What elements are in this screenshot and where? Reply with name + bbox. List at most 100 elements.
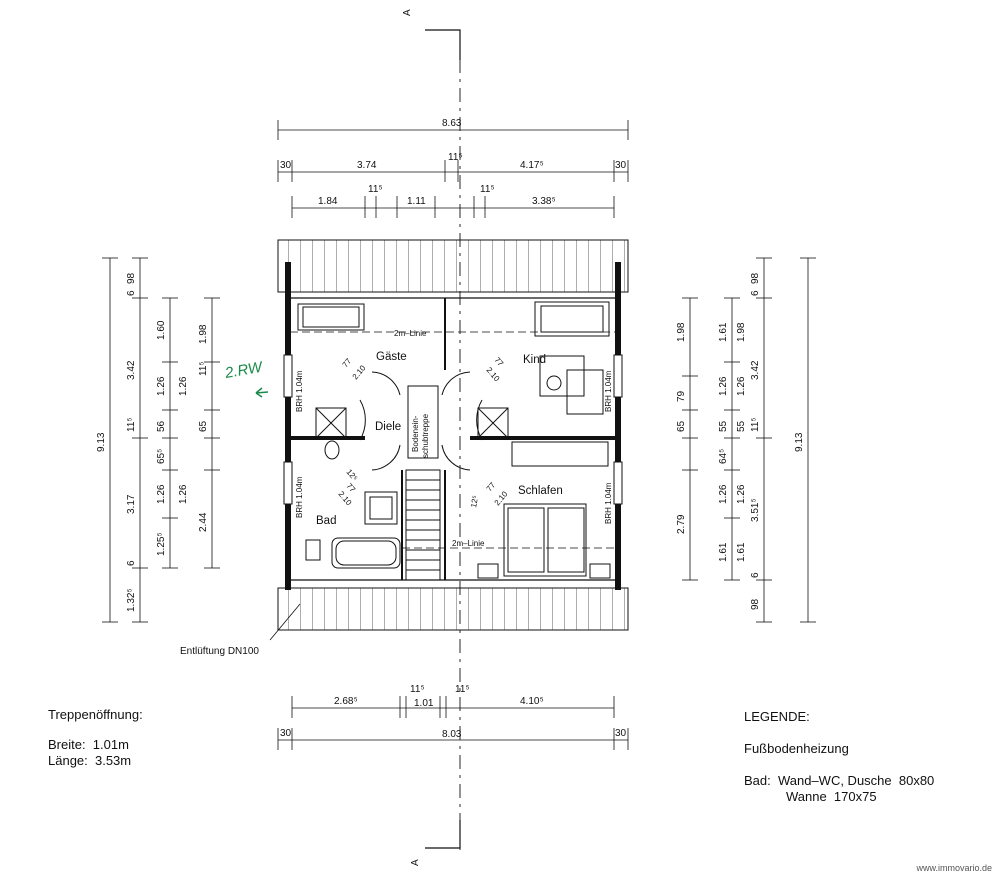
dim-bottom-m1: 11⁵ bbox=[410, 684, 425, 695]
dim-top-r3b: 11⁵ bbox=[368, 184, 383, 195]
dim-right-b3: 55 bbox=[718, 420, 729, 432]
dim-top-r3d: 11⁵ bbox=[480, 184, 495, 195]
dim-right-a5: 3.51⁵ bbox=[750, 498, 761, 522]
dim-left-b1: 1.60 bbox=[156, 320, 167, 340]
dim-right-c5: 1.61 bbox=[736, 542, 747, 562]
dim-right-d2: 65 bbox=[676, 420, 687, 432]
handwritten-note: 2.RW bbox=[223, 358, 269, 398]
door-dim-h-2: 2.10 bbox=[484, 366, 501, 384]
dim-right-d1: 79 bbox=[676, 390, 687, 402]
dim-left-a7: 1.32⁵ bbox=[126, 588, 137, 612]
room-bad: Bad bbox=[316, 515, 336, 527]
dimension-lines-top bbox=[277, 120, 629, 218]
legende-bad-line2: Wanne 170x75 bbox=[786, 789, 877, 804]
svg-text:2.RW: 2.RW bbox=[223, 358, 265, 382]
dim-right-c2: 1.26 bbox=[736, 376, 747, 396]
label-2m-linie-top: 2m–Linie bbox=[394, 329, 427, 338]
dim-bottom-stair: 1.01 bbox=[414, 698, 434, 709]
dim-top-w2: 4.17⁵ bbox=[520, 160, 544, 171]
door-dim-h-1: 2.10 bbox=[351, 363, 368, 381]
dim-left-a2: 98 bbox=[126, 272, 137, 284]
dim-left-a6: 6 bbox=[126, 560, 137, 566]
brh-label-3: BRH 1.04m bbox=[295, 476, 304, 518]
dim-bottom-right-wall: 30 bbox=[615, 728, 627, 739]
dim-left-c3: 1.26 bbox=[178, 376, 189, 396]
dimension-lines-bottom bbox=[277, 696, 629, 750]
dim-right-c1: 1.98 bbox=[736, 322, 747, 342]
dim-top-right-wall: 30 bbox=[615, 160, 627, 171]
dim-left-c5: 1.26 bbox=[178, 484, 189, 504]
section-mark-top: A bbox=[402, 9, 413, 16]
dim-right-a6: 6 bbox=[750, 572, 761, 578]
dimension-lines-left bbox=[102, 257, 220, 623]
dim-bottom-left-wall: 30 bbox=[280, 728, 292, 739]
treppe-laenge: Länge: 3.53m bbox=[48, 753, 132, 768]
dim-right-c4: 1.26 bbox=[736, 484, 747, 504]
watermark: www.immovario.de bbox=[916, 863, 992, 873]
dim-bottom-m2: 11⁵ bbox=[455, 684, 470, 695]
dim-right-a3: 3.42 bbox=[750, 360, 761, 380]
room-kind: Kind bbox=[523, 354, 546, 366]
dim-top-w1: 3.74 bbox=[357, 160, 377, 171]
dim-left-b2: 1.26 bbox=[156, 376, 167, 396]
section-line bbox=[425, 29, 461, 850]
dimension-lines-right bbox=[682, 257, 816, 623]
dim-left-overall: 9.13 bbox=[96, 432, 107, 452]
door-swings bbox=[359, 371, 483, 471]
dim-bottom-overall: 8.03 bbox=[442, 729, 462, 740]
section-mark-bottom: A bbox=[410, 859, 421, 866]
dim-top-left-wall: 30 bbox=[280, 160, 292, 171]
room-gaeste: Gäste bbox=[376, 351, 407, 363]
dim-left-a1: 6 bbox=[126, 290, 137, 296]
legende-title: LEGENDE: bbox=[744, 709, 810, 724]
dim-top-r3e: 3.38⁵ bbox=[532, 196, 556, 207]
dim-right-b5: 1.26 bbox=[718, 484, 729, 504]
dim-left-b3: 56 bbox=[156, 420, 167, 432]
dim-left-a3: 3.42 bbox=[126, 360, 137, 380]
dim-right-a2: 98 bbox=[750, 272, 761, 284]
label-2m-linie-bottom: 2m–Linie bbox=[452, 539, 485, 548]
dim-left-a4: 11⁵ bbox=[126, 417, 137, 432]
treppe-title: Treppenöffnung: bbox=[48, 707, 143, 722]
dim-top-r3a: 1.84 bbox=[318, 196, 338, 207]
stair-label-2: schubtreppe bbox=[421, 413, 430, 458]
door-dim-small-2: 12⁵ bbox=[469, 495, 480, 509]
windows bbox=[283, 354, 623, 505]
dim-right-a4: 11⁵ bbox=[750, 417, 761, 432]
door-dim-w-1: 77 bbox=[341, 356, 354, 369]
stair-label-1: Bodenein- bbox=[411, 415, 420, 452]
dim-left-c2: 11⁵ bbox=[198, 361, 209, 376]
door-dim-h-4: 2.10 bbox=[493, 489, 510, 507]
dim-top-r3c: 1.11 bbox=[407, 196, 426, 207]
dim-right-c1-outer: 1.98 bbox=[676, 322, 687, 342]
dim-right-d3: 2.79 bbox=[676, 514, 687, 534]
dim-right-b4: 64⁵ bbox=[718, 449, 729, 464]
dim-right-overall: 9.13 bbox=[794, 432, 805, 452]
room-schlafen: Schlafen bbox=[518, 485, 563, 497]
dim-bottom-w1: 2.68⁵ bbox=[334, 696, 358, 707]
dim-left-b6: 1.25⁵ bbox=[156, 532, 167, 556]
dim-right-b2: 1.26 bbox=[718, 376, 729, 396]
outer-walls bbox=[285, 262, 621, 590]
dim-right-b6: 1.61 bbox=[718, 542, 729, 562]
brh-label-1: BRH 1.04m bbox=[295, 370, 304, 412]
dim-left-b4: 65⁵ bbox=[156, 449, 167, 464]
dim-left-c4: 65 bbox=[198, 420, 209, 432]
door-dim-w-4: 77 bbox=[485, 480, 498, 493]
legende-bad-line1: Bad: Wand–WC, Dusche 80x80 bbox=[744, 773, 935, 788]
legende-heating: Fußbodenheizung bbox=[744, 741, 849, 756]
door-dim-small-1: 12⁵ bbox=[344, 468, 359, 483]
dim-right-a7: 98 bbox=[750, 598, 761, 610]
furniture bbox=[297, 301, 611, 579]
dim-right-b1: 1.61 bbox=[718, 322, 729, 342]
stair-opening bbox=[405, 385, 441, 581]
roof-overhangs bbox=[277, 239, 629, 631]
dim-left-a5: 3.17 bbox=[126, 494, 137, 514]
treppe-breite: Breite: 1.01m bbox=[48, 737, 129, 752]
dim-left-b5: 1.26 bbox=[156, 484, 167, 504]
door-dim-w-2: 77 bbox=[492, 356, 505, 369]
room-diele: Diele bbox=[375, 421, 401, 433]
vent-label: Entlüftung DN100 bbox=[180, 646, 259, 657]
vent-leader bbox=[269, 603, 301, 641]
